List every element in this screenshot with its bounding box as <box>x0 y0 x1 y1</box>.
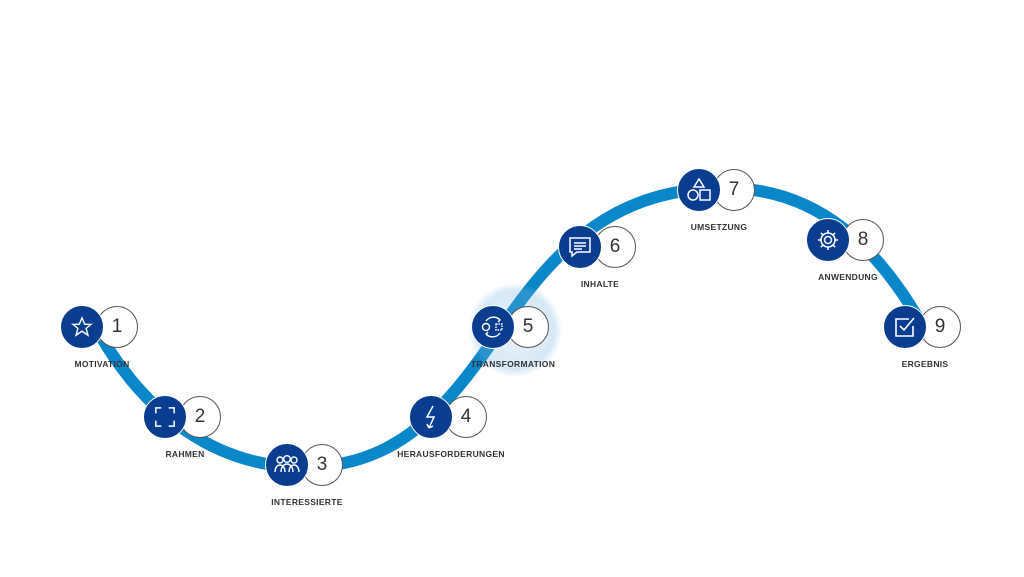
gear-icon <box>806 218 850 262</box>
step-label: TRANSFORMATION <box>470 359 556 369</box>
step-label: HERAUSFORDERUNGEN <box>397 449 505 459</box>
transform-cycle-icon <box>471 305 515 349</box>
chat-bubble-icon <box>558 225 602 269</box>
step-label: ERGEBNIS <box>901 359 949 369</box>
people-icon <box>265 443 309 487</box>
step-label: RAHMEN <box>165 449 205 459</box>
shapes-icon <box>677 168 721 212</box>
step-label: INTERESSIERTE <box>271 497 343 507</box>
step-label: INHALTE <box>580 279 620 289</box>
step-label: MOTIVATION <box>74 359 130 369</box>
step-label: ANWENDUNG <box>818 272 878 282</box>
star-icon <box>60 305 104 349</box>
lightning-icon <box>409 395 453 439</box>
checkbox-icon <box>883 305 927 349</box>
step-number: 5 <box>507 306 549 348</box>
step-number: 6 <box>594 226 636 268</box>
frame-corners-icon <box>143 395 187 439</box>
step-label: UMSETZUNG <box>690 222 748 232</box>
